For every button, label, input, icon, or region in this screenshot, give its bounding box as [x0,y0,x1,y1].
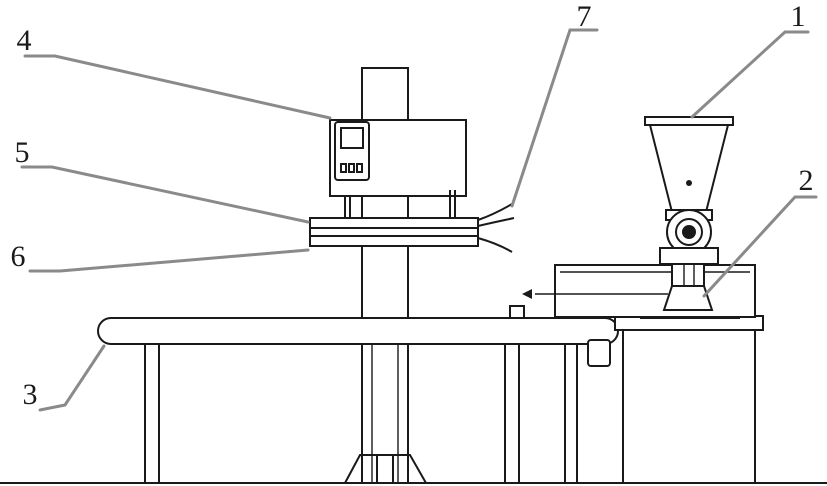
control-box [329,119,467,197]
label-4: 4 [17,24,32,57]
label-7: 7 [577,0,592,33]
dispenser [640,209,740,319]
leader-6 [28,248,310,273]
label-5: 5 [15,136,30,169]
lower-seal-bar [309,235,479,247]
label-1: 1 [791,0,806,33]
upper-seal-bar [309,217,479,229]
leader-4 [23,54,332,120]
filler-cabinet [509,264,764,484]
leader-1 [690,30,810,119]
label-3: 3 [23,378,38,411]
leader-7 [510,28,599,208]
leader-3 [38,344,106,412]
leader-2 [702,195,818,298]
sealing-head [309,190,515,253]
label-2: 2 [799,164,814,197]
leader-5 [20,165,310,224]
hopper [644,116,734,221]
leader-lines [20,28,818,412]
label-6: 6 [11,240,26,273]
cable [477,203,513,221]
